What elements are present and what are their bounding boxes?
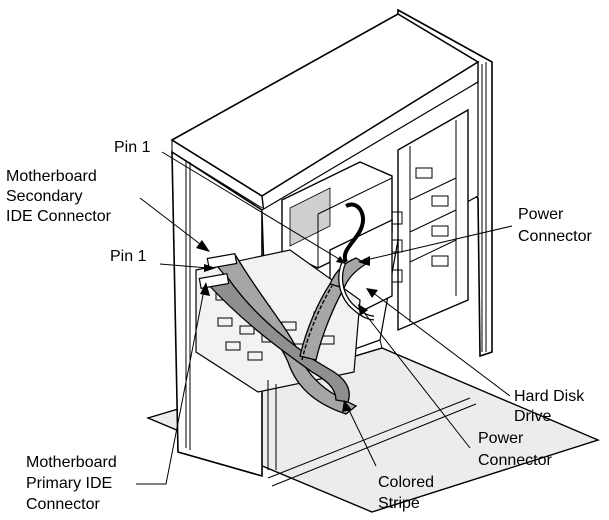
- secondary-ide-label-line2: Secondary: [6, 188, 83, 205]
- colored-stripe-label-line1: Colored: [378, 474, 434, 491]
- ide-ribbon-cable: [198, 202, 375, 415]
- primary-ide-label-line1: Motherboard: [26, 454, 117, 471]
- primary-ide-label-line3: Connector: [26, 496, 100, 513]
- callout-leaders: [136, 151, 513, 485]
- callout-labels: Pin 1 Motherboard Secondary IDE Connecto…: [6, 139, 592, 513]
- computer-chassis: [145, 8, 601, 513]
- secondary-ide-label-line1: Motherboard: [6, 168, 97, 185]
- drive-cage: [387, 108, 469, 332]
- power-connector-bottom-label-line2: Connector: [478, 452, 552, 469]
- colored-stripe-label-line2: Stripe: [378, 495, 420, 512]
- secondary-ide-label-line3: IDE Connector: [6, 208, 112, 225]
- pin1-left-label: Pin 1: [110, 248, 147, 265]
- hard-disk-label-line1: Hard Disk: [514, 388, 585, 405]
- power-connector-bottom-label-line1: Power: [478, 430, 524, 447]
- primary-ide-label-line2: Primary IDE: [26, 475, 112, 492]
- colored-stripe: [301, 285, 333, 361]
- secondary-ide-connector: [206, 252, 238, 270]
- power-connector-right-label-line2: Connector: [518, 228, 592, 245]
- hard-disk-label-line2: Drive: [514, 408, 551, 425]
- pin1-top-label: Pin 1: [114, 139, 151, 156]
- power-connector-right-label-line1: Power: [518, 206, 564, 223]
